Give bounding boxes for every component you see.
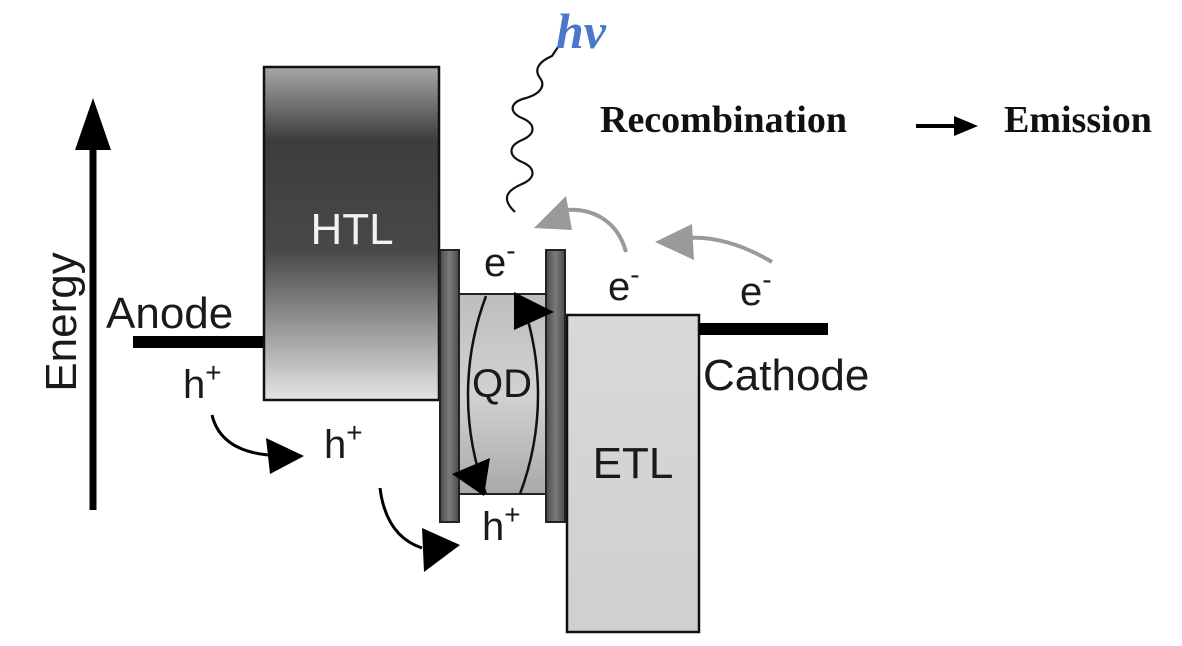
hole-label-htl: h+ bbox=[324, 417, 363, 467]
photon-wavy-line bbox=[505, 43, 561, 213]
electron-flow-arrows bbox=[534, 196, 774, 264]
qd-layer: QD bbox=[439, 249, 566, 523]
anode: Anode bbox=[106, 289, 264, 348]
htl-band bbox=[262, 65, 441, 402]
caption-arrow-head bbox=[954, 116, 978, 136]
electron-arrow-etl-to-qd-head bbox=[534, 196, 572, 230]
hole-arrow-anode-to-htl bbox=[210, 414, 269, 457]
hole-arrow-htl-to-qd bbox=[378, 487, 423, 550]
recombination-emission-caption: Recombination Emission bbox=[600, 99, 1152, 141]
hole-label-anode: h+ bbox=[183, 357, 222, 407]
anode-label: Anode bbox=[106, 289, 233, 338]
electron-label-etl: e- bbox=[608, 259, 640, 309]
cathode: Cathode bbox=[699, 323, 869, 400]
hole-flow-arrows bbox=[210, 414, 490, 572]
electron-arrow-cathode-to-etl bbox=[687, 235, 774, 264]
energy-axis-label: Energy bbox=[37, 252, 86, 391]
hole-labels: h+ h+ h+ bbox=[183, 357, 521, 549]
energy-axis-arrowhead bbox=[75, 98, 111, 150]
electron-arrow-cathode-to-etl-head bbox=[655, 224, 694, 260]
electron-arrow-etl-to-qd bbox=[565, 207, 628, 253]
electron-label-cathode: e- bbox=[740, 264, 772, 314]
emission-label: Emission bbox=[1004, 99, 1152, 141]
htl-layer: HTL bbox=[262, 65, 441, 402]
electron-labels: e- e- e- bbox=[484, 235, 772, 314]
recombination-label: Recombination bbox=[600, 99, 847, 141]
qd-right-barrier bbox=[545, 249, 566, 523]
photon-label: hv bbox=[556, 3, 607, 59]
htl-label: HTL bbox=[310, 205, 393, 254]
photon-emission: hv bbox=[505, 3, 607, 213]
electron-qd-arrow bbox=[514, 292, 554, 330]
etl-layer: ETL bbox=[565, 313, 701, 634]
hole-arrow-into-qd-head bbox=[452, 458, 490, 496]
qd-label: QD bbox=[472, 362, 532, 406]
energy-axis: Energy bbox=[37, 98, 111, 510]
hole-arrow-htl-to-qd-head bbox=[422, 528, 460, 572]
qd-left-barrier bbox=[439, 249, 460, 523]
electron-arrow-into-qd-head bbox=[514, 292, 554, 330]
electron-label-qd: e- bbox=[484, 235, 516, 285]
etl-band bbox=[565, 313, 701, 634]
cathode-label: Cathode bbox=[703, 351, 869, 400]
etl-label: ETL bbox=[593, 439, 674, 488]
hole-arrow-anode-to-htl-head bbox=[266, 438, 304, 474]
hole-label-qd: h+ bbox=[482, 499, 521, 549]
